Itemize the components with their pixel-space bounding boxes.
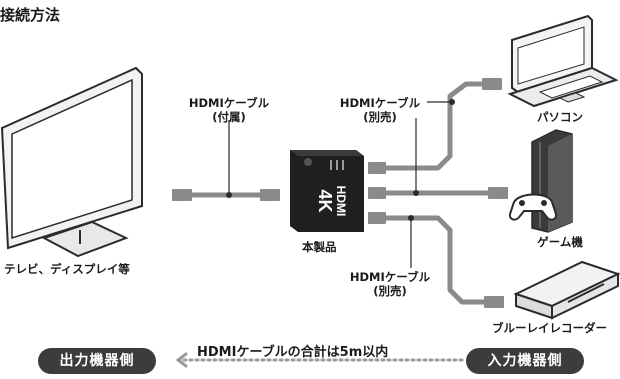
output-side-badge: 出力機器側 [38,348,156,374]
cable-label-sold-bottom: HDMIケーブル (別売) [340,270,440,298]
page-title: 接続方法 [0,6,61,24]
tv-icon [0,66,143,258]
cable-plugs [368,78,508,308]
cable-label-sold-top: HDMIケーブル (別売) [330,96,430,124]
laptop-icon [507,14,619,108]
cable-callouts [408,99,455,268]
bluray-recorder-icon [513,260,620,320]
included-cable [172,120,280,201]
input-cables [380,81,494,305]
cable-label-sold-top-note: (別売) [363,110,397,124]
switch-brand-logo: HDMI [334,186,348,217]
cable-label-sold-bottom-note: (別売) [373,284,407,298]
tv-label: テレビ、ディスプレイ等 [4,262,130,276]
arrow-left-icon [176,352,468,368]
pc-label: パソコン [537,110,583,124]
game-label: ゲーム機 [537,235,583,249]
cable-label-included: HDMIケーブル (付属) [176,96,282,124]
switch-resolution-logo: 4K [315,189,335,212]
switch-icon: HDMI 4K [290,150,364,232]
cable-label-included-note: (付属) [212,110,246,124]
cable-length-note: HDMIケーブルの合計は5m以内 [197,345,389,360]
cable-label-sold-bottom-name: HDMIケーブル [349,270,431,284]
cable-label-included-name: HDMIケーブル [188,96,270,110]
gamepad-icon [508,193,558,221]
product-label: 本製品 [302,240,337,254]
cable-label-sold-top-name: HDMIケーブル [339,96,421,110]
bluray-label: ブルーレイレコーダー [492,321,607,335]
input-side-badge: 入力機器側 [466,348,584,374]
